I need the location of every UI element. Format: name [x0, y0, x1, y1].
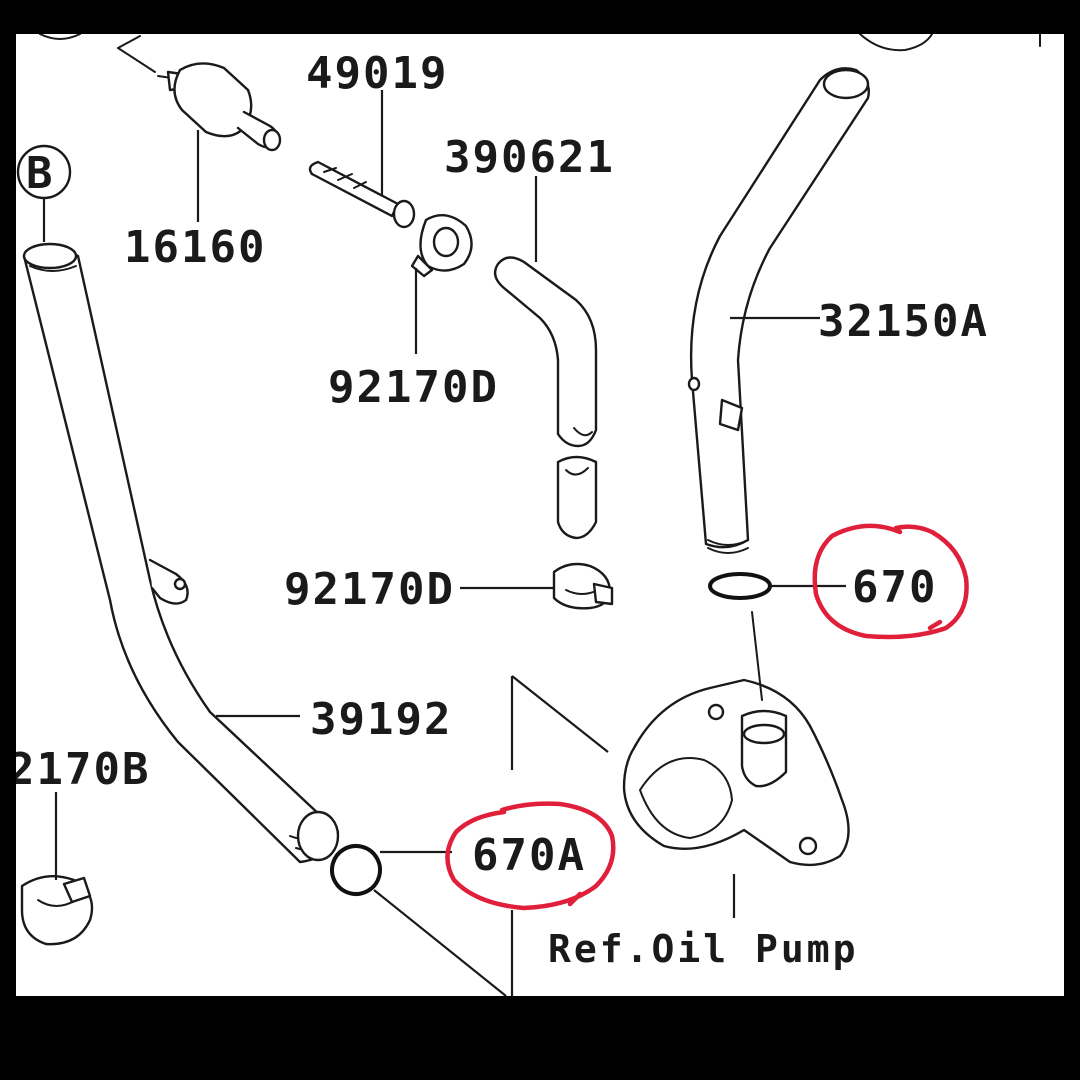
label-390621: 390621 [444, 132, 615, 183]
label-49019: 49019 [306, 48, 448, 99]
fuel-filter-16160 [157, 62, 282, 152]
highlight-tail-670A [567, 891, 583, 907]
bottom-black-bar [0, 996, 1080, 1080]
highlight-circle-670 [812, 523, 969, 640]
pipe-39192 [22, 242, 340, 864]
assembly-line-upper [510, 675, 609, 770]
parts-diagram: B 49019 16160 390621 32150A 92170D 92170… [16, 34, 1041, 996]
label-670: 670 [852, 562, 937, 613]
o-ring-670A [330, 844, 382, 896]
highlight-tail-670 [927, 619, 943, 631]
clamp-2170B [20, 874, 94, 946]
hose-390621 [493, 256, 598, 540]
clamp-92170D-top [410, 214, 473, 278]
assembly-line-lower [373, 889, 514, 996]
highlight-circle-670A [445, 801, 616, 911]
bolt-49019 [308, 160, 416, 229]
svg-text:B: B [26, 148, 55, 199]
oil-pump-housing [622, 611, 850, 867]
cropped-leader-top-left [117, 35, 156, 73]
reference-marker-b: B [16, 144, 72, 242]
label-670A: 670A [472, 830, 586, 881]
cropped-part-top-right [859, 34, 933, 52]
label-39192: 39192 [310, 694, 452, 745]
label-32150A: 32150A [818, 296, 989, 347]
parts-diagram-sheet: B 49019 16160 390621 32150A 92170D 92170… [16, 34, 1064, 996]
label-92170D-mid: 92170D [284, 564, 455, 615]
label-2170B: 2170B [16, 744, 150, 795]
label-ref-oil-pump: Ref.Oil Pump [548, 927, 859, 971]
o-ring-670 [708, 572, 772, 600]
label-16160: 16160 [124, 222, 266, 273]
label-92170D-top: 92170D [328, 362, 499, 413]
cropped-part-top-left [39, 34, 81, 40]
clamp-92170D-mid [552, 562, 614, 610]
pipe-32150A [687, 67, 870, 554]
